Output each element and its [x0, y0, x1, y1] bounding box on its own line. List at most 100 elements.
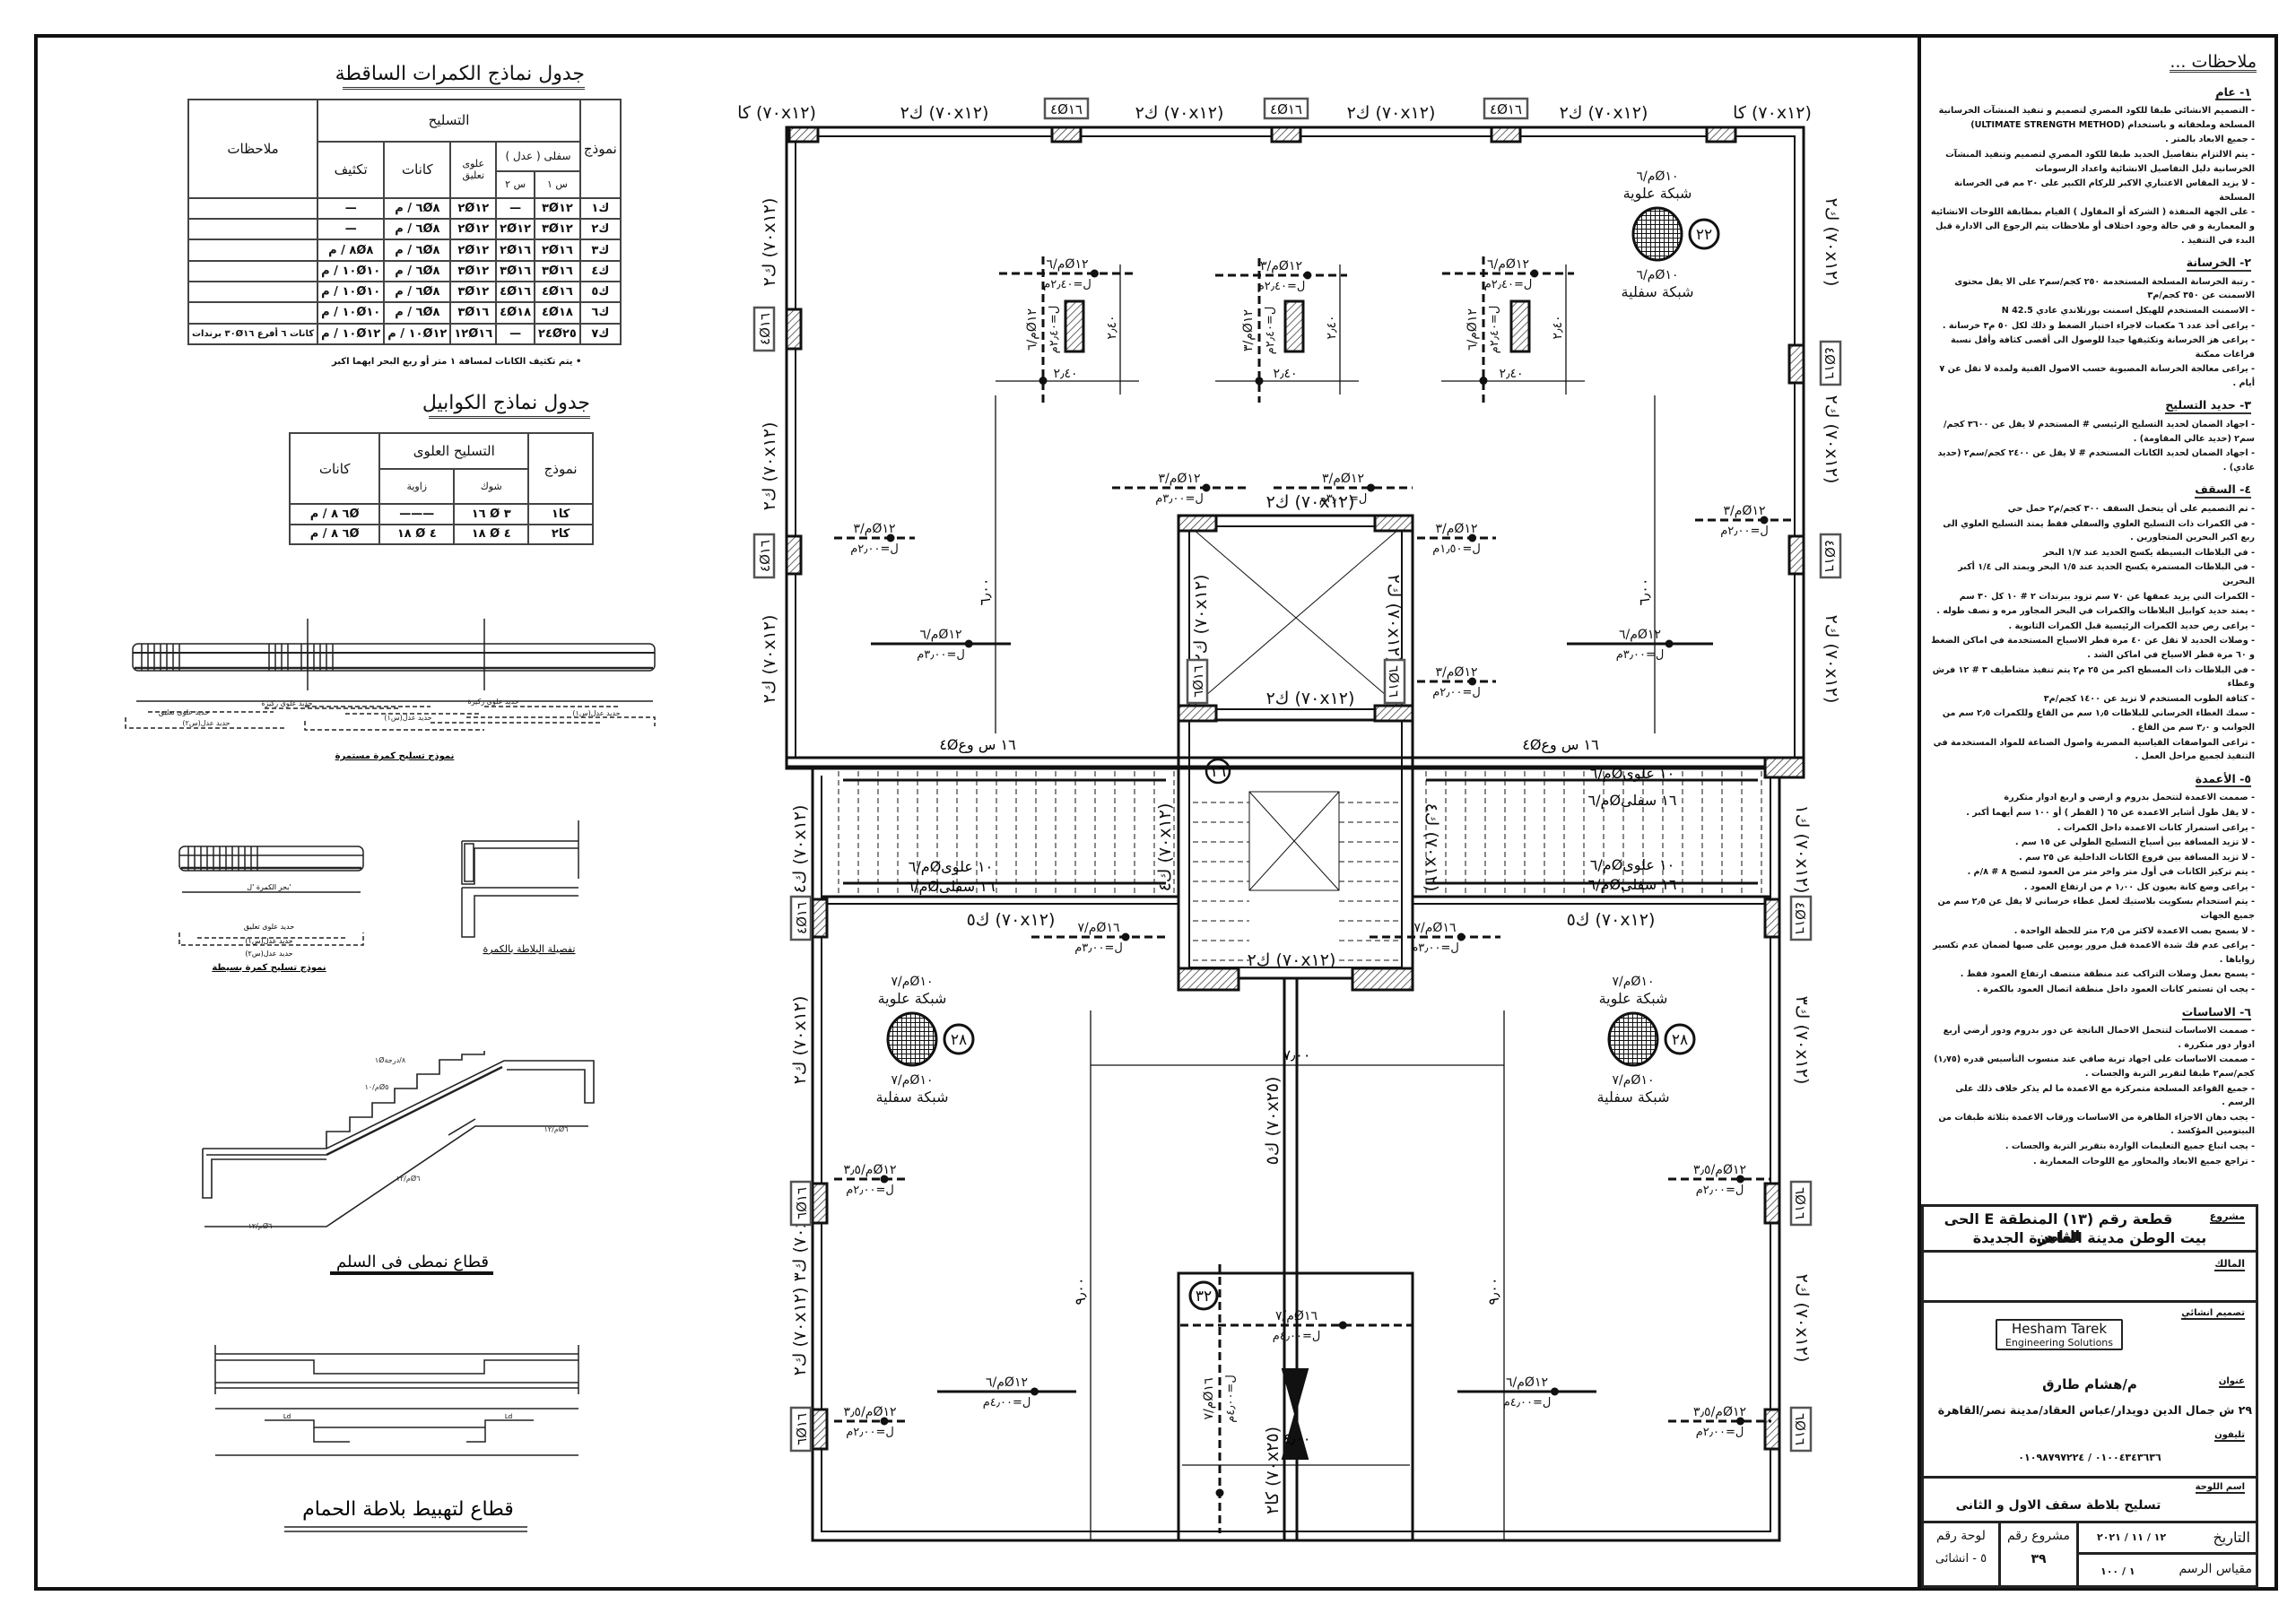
- rebar-spec: م/٣٫٥Ø١٢: [1693, 1163, 1746, 1177]
- rebar-length: ل=٤٫٠٠م: [1224, 1375, 1238, 1423]
- note-item: التصميم الانشائي طبقا للكود المصري لتصمي…: [1928, 104, 2255, 132]
- designer-label: تصميم انشائي: [2181, 1308, 2245, 1320]
- note-item: جميع القواعد المسلحة متمركزة مع الاعمدة …: [1928, 1082, 2255, 1110]
- detail-label: حديد علوى ركيزة: [467, 698, 518, 706]
- column-tag: ٤Ø١٦: [789, 895, 813, 941]
- cell-s1: ٣Ø١٢: [534, 218, 581, 241]
- scale-value: ١ / ١٠٠: [2100, 1566, 2135, 1577]
- note-item: يجب ان تستمر كانات العمود داخل منطقة اتص…: [1928, 983, 2255, 997]
- rebar-length: ل=١٫٥٠م: [1432, 542, 1481, 556]
- note-item: يتم استخدام بسكويت بلاستيك لعمل غطاء خرس…: [1928, 895, 2255, 923]
- beam-label: ك٤ (٧٠x١٢): [1422, 803, 1441, 892]
- stair-labels: ٤Ø١٦ س وع ٤Ø١٦ س وع م/٦Ø١٠ علوى م/٦Ø١٦ س…: [907, 578, 1677, 1447]
- note-item: يمتد حديد كوابيل البلاطات والكمرات في ال…: [1928, 604, 2255, 619]
- stair-bottom-label: م/٦Ø١٦ سفلى: [1588, 876, 1677, 893]
- note-item: لا تزيد المسافة بين فروع الكانات الداخلي…: [1928, 851, 2255, 865]
- rebar-spec: م/٣Ø١٢: [1724, 504, 1766, 518]
- beam-label: ك٢ (٧٠x١٢): [1266, 492, 1355, 512]
- svg-text:٤Ø١٦: ٤Ø١٦: [757, 540, 773, 572]
- cell-s2: ٤Ø١٦: [495, 280, 536, 304]
- mesh-top-label: شبكة علوية: [878, 990, 947, 1008]
- beam-label: ك٢ (٧٠x١٢): [1384, 575, 1404, 664]
- owner-label: المالك: [2214, 1258, 2245, 1271]
- designer-box: تصميم انشائي Hesham Tarek Engineering So…: [1921, 1300, 2258, 1479]
- cell-angle: ٤ Ø ١٨: [378, 523, 456, 546]
- dim-label: ٢٫٤٠: [1551, 315, 1565, 339]
- column-tag: ٤Ø١٦: [1043, 97, 1090, 120]
- bathroom-section-title: قطاع لتهبيط بلاطة الحمام: [302, 1498, 514, 1521]
- cell-spike: ٤ Ø ١٨: [453, 523, 530, 546]
- stair-section-title: قطاع نمطى فى السلم: [336, 1253, 489, 1271]
- notes-list: صممت الاساسات لتتحمل الاحمال الناتجة عن …: [1928, 1024, 2262, 1168]
- notes-title: ملاحظات ...: [2170, 52, 2257, 73]
- beam-label: ك٢ (٧٠x١٢): [760, 198, 779, 287]
- phone: ٠١٠٠٤٣٤٣٦٣٦ / ٠١٠٩٨٧٩٧٢٢٤: [2018, 1452, 2161, 1463]
- mesh-icon: [1631, 206, 1683, 262]
- detail-label: ١Ø٨/درجة: [375, 1055, 406, 1064]
- rebar-length: ل=٢٫٠٠م: [1720, 525, 1769, 538]
- simple-beam-detail: [178, 846, 364, 946]
- svg-text:٦Ø١٦: ٦Ø١٦: [1386, 665, 1402, 698]
- bathroom-slab-section: [214, 1345, 579, 1456]
- detail-label: م/١٢Ø٦: [248, 1221, 273, 1230]
- dim-label: ٢٫٤٠: [1273, 367, 1297, 381]
- rebar-length: ل=٢٫٠٠م: [850, 542, 899, 556]
- beam-schedule-title: جدول نماذج الكمرات الساقطة: [335, 63, 585, 90]
- note-item: صممت الاساسات لتتحمل الاحمال الناتجة عن …: [1928, 1024, 2255, 1052]
- note-item: اجهاد الضمان لحديد الكانات المستخدم # لا…: [1928, 447, 2255, 474]
- cell-extra: ١٠Ø١٢ / م: [317, 322, 386, 346]
- notes-section-heading: ١- عام: [2215, 85, 2251, 101]
- col-header-spike: شوك: [453, 467, 530, 506]
- project-line1: قطعة رقم (١٣) المنطقة E الحى الثامن: [1944, 1210, 2173, 1245]
- date-label: التاريخ: [2213, 1529, 2250, 1546]
- sheet-number-label: لوحة رقم: [1936, 1529, 1986, 1543]
- cell-model: ك١: [578, 196, 622, 221]
- mesh-top-spec: م/٦Ø١٠: [1637, 169, 1679, 184]
- column-tag: ٤Ø١٦: [752, 306, 776, 352]
- cell-s2: —: [495, 322, 536, 346]
- rebar-length: ل=٢٫٤٠م: [1048, 306, 1061, 354]
- address-label: عنوان: [2218, 1376, 2245, 1388]
- notes-section: ٢- الخرسانةرتبة الخرسانة المسلحة المستخد…: [1928, 248, 2262, 390]
- rebar-length: ل=٢٫٠٠م: [846, 1184, 894, 1197]
- dim-label: ٢٫٤٠: [1053, 367, 1077, 381]
- note-item: الاسمنت المستخدم للهيكل اسمنت بورتلاندي …: [1928, 304, 2255, 318]
- note-item: اجهاد الضمان لحديد التسليح الرئيسي # الم…: [1928, 418, 2255, 446]
- rebar-spec: م/٣Ø١٢: [1436, 665, 1478, 680]
- cell-notes: [187, 196, 319, 221]
- rebar-spec: م/٦Ø١٢: [920, 628, 962, 642]
- svg-text:٦Ø١٦: ٦Ø١٦: [794, 1187, 810, 1219]
- notes-section: ١- عام التصميم الانشائي طبقا للكود المصري…: [1928, 78, 2262, 248]
- rebar-spec: م/٣٫٥Ø١٢: [843, 1405, 896, 1419]
- rebar: م/٣Ø١٢ ل=٢٫٠٠م: [1695, 504, 1794, 538]
- svg-text:٤Ø١٦: ٤Ø١٦: [757, 313, 773, 345]
- svg-text:٤Ø١٦: ٤Ø١٦: [1792, 902, 1808, 934]
- cell-model: ك٤: [578, 259, 622, 282]
- cell-stirrups: ٦Ø٨ / م: [383, 259, 452, 282]
- notes-section-heading: ٤- السقف: [2195, 482, 2251, 499]
- mesh-top-spec: م/٧Ø١٠: [891, 975, 934, 989]
- svg-text:٦Ø١٦: ٦Ø١٦: [1792, 1187, 1808, 1219]
- note-item: تراجع جميع الابعاد والمحاور مع اللوحات ا…: [1928, 1155, 2255, 1169]
- cell-s1: ٤Ø١٦: [534, 280, 581, 304]
- logo-line1: Hesham Tarek: [2011, 1321, 2108, 1337]
- column-tag: ٤Ø١٦: [1819, 340, 1842, 386]
- note-item: وصلات الحديد لا تقل عن ٤٠ مرة قطر الاسيا…: [1928, 634, 2255, 662]
- rebar-spec: م/٦Ø١٢: [1487, 257, 1529, 272]
- mesh-bottom-label: شبكة سفلية: [1622, 283, 1694, 300]
- note-item: في البلاطات البسيطة يكسح الحديد عند ١/٧ …: [1928, 546, 2255, 560]
- cantilever-schedule-title: جدول نماذج الكوابيل: [422, 392, 590, 419]
- note-item: في البلاطات ذات المسطح اكبر من ٢٥ م٢ يتم…: [1928, 664, 2255, 691]
- cell-model: كا٢: [527, 523, 594, 546]
